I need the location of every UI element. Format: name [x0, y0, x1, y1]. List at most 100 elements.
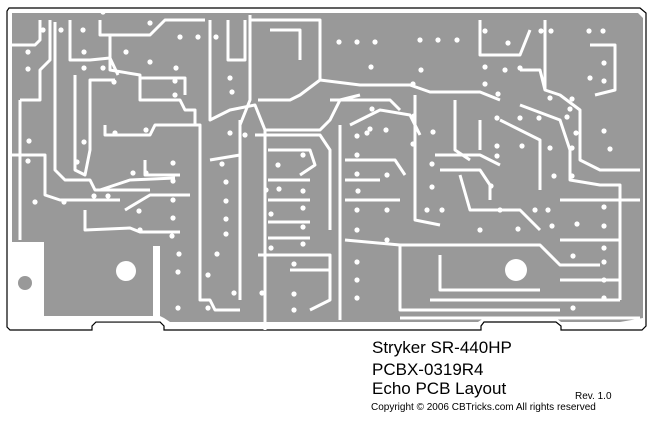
drill-hole	[454, 37, 460, 43]
drill-hole	[80, 27, 86, 33]
trace-gap	[590, 43, 617, 97]
drill-hole	[81, 139, 87, 145]
drill-hole	[268, 245, 274, 251]
trace-gap	[458, 174, 542, 232]
board-number: PCBX-0319R4	[372, 360, 484, 379]
drill-hole	[384, 207, 390, 213]
drill-hole	[601, 78, 607, 84]
drill-hole	[137, 227, 143, 233]
drill-hole	[74, 159, 80, 165]
drill-hole	[170, 160, 176, 166]
drill-hole	[205, 272, 211, 278]
drill-hole	[219, 161, 225, 167]
drill-hole	[111, 79, 117, 85]
drill-hole	[170, 197, 176, 203]
trace-gap	[99, 176, 176, 192]
drill-hole	[435, 37, 441, 43]
drill-hole	[424, 207, 430, 213]
drill-hole	[105, 193, 111, 199]
drill-hole	[143, 127, 149, 133]
drill-hole	[429, 184, 435, 190]
drill-hole	[223, 198, 229, 204]
drill-hole	[223, 179, 229, 185]
drill-hole	[172, 92, 178, 98]
drill-hole	[195, 34, 201, 40]
trace-gap	[226, 20, 247, 62]
drill-hole	[547, 95, 553, 101]
trace-gap	[209, 153, 241, 162]
trace-gap	[103, 123, 202, 160]
trace-gap	[238, 15, 252, 126]
drill-hole	[223, 216, 229, 222]
drill-hole	[81, 49, 87, 55]
drill-hole	[40, 27, 46, 33]
drill-hole	[291, 291, 297, 297]
drill-hole	[482, 81, 488, 87]
drill-hole	[383, 127, 389, 133]
drill-hole	[291, 261, 297, 267]
drill-hole	[300, 241, 306, 247]
drill-hole	[25, 49, 31, 55]
drill-hole	[573, 130, 579, 136]
drill-hole	[547, 145, 553, 151]
drill-hole	[601, 204, 607, 210]
drill-hole	[354, 227, 360, 233]
trace-gap	[12, 20, 42, 47]
trace-gap	[12, 153, 120, 202]
drill-hole	[355, 188, 361, 194]
drill-hole	[32, 199, 38, 205]
drill-hole	[173, 65, 179, 71]
layout-subtitle: Echo PCB Layout	[372, 379, 507, 398]
drill-hole	[58, 27, 64, 33]
drill-hole	[263, 187, 269, 193]
trace-gap	[108, 35, 197, 125]
drill-hole	[25, 158, 31, 164]
drill-hole	[123, 49, 129, 55]
drill-hole	[601, 277, 607, 283]
drill-hole	[569, 173, 575, 179]
trace-gap	[413, 95, 441, 227]
drill-hole	[384, 237, 390, 243]
drill-hole	[275, 162, 281, 168]
trace-gap	[124, 193, 190, 212]
drill-hole	[291, 307, 297, 313]
mounting-hole	[505, 259, 527, 281]
drill-hole	[147, 59, 153, 65]
drill-hole	[517, 115, 523, 121]
drill-hole	[300, 205, 306, 211]
pcb-layout-drawing	[6, 7, 647, 331]
isolation-traces	[12, 15, 640, 330]
trace-gap	[268, 148, 317, 177]
drill-hole	[336, 39, 342, 45]
trace-gap	[438, 255, 540, 292]
drill-hole	[410, 81, 416, 87]
drill-hole	[505, 40, 511, 46]
drill-hole	[430, 129, 436, 135]
trace-gap	[83, 210, 180, 234]
drill-hole	[570, 305, 576, 311]
trace-gap	[98, 18, 205, 37]
drill-hole	[223, 231, 229, 237]
trace-gap	[330, 98, 402, 112]
drill-hole	[259, 290, 265, 296]
drill-hole	[268, 211, 274, 217]
drill-hole	[574, 221, 580, 227]
drill-hole	[177, 34, 183, 40]
drill-hole	[372, 39, 378, 45]
drill-hole	[488, 183, 494, 189]
drill-hole	[300, 224, 306, 230]
drill-hole	[601, 259, 607, 265]
drill-hole	[494, 153, 500, 159]
drill-hole	[601, 223, 607, 229]
trace-gap	[198, 160, 240, 312]
drill-holes	[25, 9, 613, 313]
trace-gap	[453, 100, 471, 162]
drill-hole	[170, 215, 176, 221]
trace-gap	[265, 93, 361, 132]
drill-hole	[600, 28, 606, 34]
trace-gap	[435, 153, 501, 167]
drill-hole	[354, 152, 360, 158]
drill-hole	[549, 223, 555, 229]
trace-gap	[140, 76, 187, 95]
drill-hole	[532, 207, 538, 213]
